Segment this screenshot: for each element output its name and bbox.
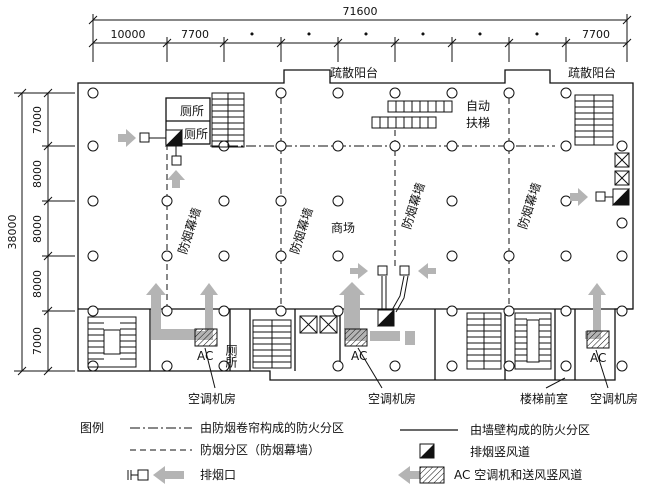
toilet-label-3: 厕所: [224, 344, 238, 368]
ac-label-2: AC: [351, 349, 367, 363]
left-dimension-chain: [14, 88, 75, 376]
bay-3-label: •: [249, 28, 256, 41]
ac-room-label-1: 空调机房: [188, 391, 236, 406]
exhaust-ducts: [139, 132, 613, 313]
bay-4-label: •: [306, 28, 313, 41]
legend-ac-text: AC 空调机和送风竖风道: [454, 467, 582, 482]
building-outline: [77, 69, 634, 381]
ac-room-label-2: 空调机房: [368, 391, 416, 406]
row-2-label: 8000: [31, 160, 44, 188]
row-5-label: 7000: [31, 327, 44, 355]
balcony-right-label: 疏散阳台: [568, 65, 616, 80]
legend-title: 图例: [80, 421, 104, 435]
bay-6-label: •: [420, 28, 427, 41]
elevator-shafts: [299, 152, 630, 334]
legend-wall-text: 由墙壁构成的防火分区: [470, 422, 590, 437]
bay-1-label: 10000: [111, 28, 146, 41]
overall-width-label: 71600: [343, 5, 378, 18]
bay-5-label: •: [363, 28, 370, 41]
stair-bottom-right-2: [514, 312, 552, 370]
supply-arrows: [146, 282, 606, 345]
bay-7-label: •: [477, 28, 484, 41]
legend-exhaust-port-symbol: [127, 466, 184, 484]
smoke-curtain-label-1: 防烟幕墙: [175, 206, 204, 256]
toilet-label-2: 厕所: [184, 127, 208, 141]
columns: [87, 87, 628, 372]
escalator-label: 自动扶梯: [466, 99, 490, 130]
smoke-curtain-label-3: 防烟幕墙: [399, 181, 428, 231]
exhaust-arrows: [118, 129, 588, 279]
legend-exhaust-shaft-symbol: [419, 443, 435, 459]
stair-bottom-left: [87, 316, 137, 368]
exhaust-shafts: [164, 128, 630, 327]
stair-top-left: [211, 92, 245, 148]
escalator-label-line1: 自动: [466, 99, 490, 113]
overall-depth-label: 38000: [6, 215, 19, 250]
callout-leaders: [204, 347, 609, 389]
smoke-curtain-label-4: 防烟幕墙: [515, 181, 544, 231]
row-3-label: 8000: [31, 215, 44, 243]
legend-ac-symbol: [398, 466, 445, 484]
ac-label-1: AC: [197, 349, 213, 363]
bay-9-label: 7700: [582, 28, 610, 41]
legend-exhaust-port-text: 排烟口: [200, 468, 236, 482]
legend-smoke-text: 防烟分区（防烟幕墙）: [200, 442, 320, 457]
escalators: [371, 100, 453, 129]
mall-label: 商场: [331, 220, 355, 235]
legend-exhaust-shaft-text: 排烟竖风道: [470, 445, 530, 459]
bay-8-label: •: [534, 28, 541, 41]
smoke-curtain-label-2: 防烟幕墙: [287, 206, 316, 256]
bay-2-label: 7700: [181, 28, 209, 41]
balcony-left-label: 疏散阳台: [330, 65, 378, 80]
stair-lobby-label: 楼梯前室: [520, 391, 568, 406]
stair-bottom-mid: [252, 319, 292, 369]
row-1-label: 7000: [31, 106, 44, 134]
top-dimension-chain: [88, 14, 632, 62]
stair-top-right: [574, 94, 614, 146]
ac-room-label-3: 空调机房: [590, 391, 638, 406]
ac-units: [194, 328, 610, 349]
escalator-label-line2: 扶梯: [466, 115, 490, 130]
legend-shutter-text: 由防烟卷帘构成的防火分区: [200, 420, 344, 435]
toilet-label-1: 厕所: [180, 104, 204, 118]
row-4-label: 8000: [31, 270, 44, 298]
stair-bottom-right-1: [466, 312, 502, 370]
